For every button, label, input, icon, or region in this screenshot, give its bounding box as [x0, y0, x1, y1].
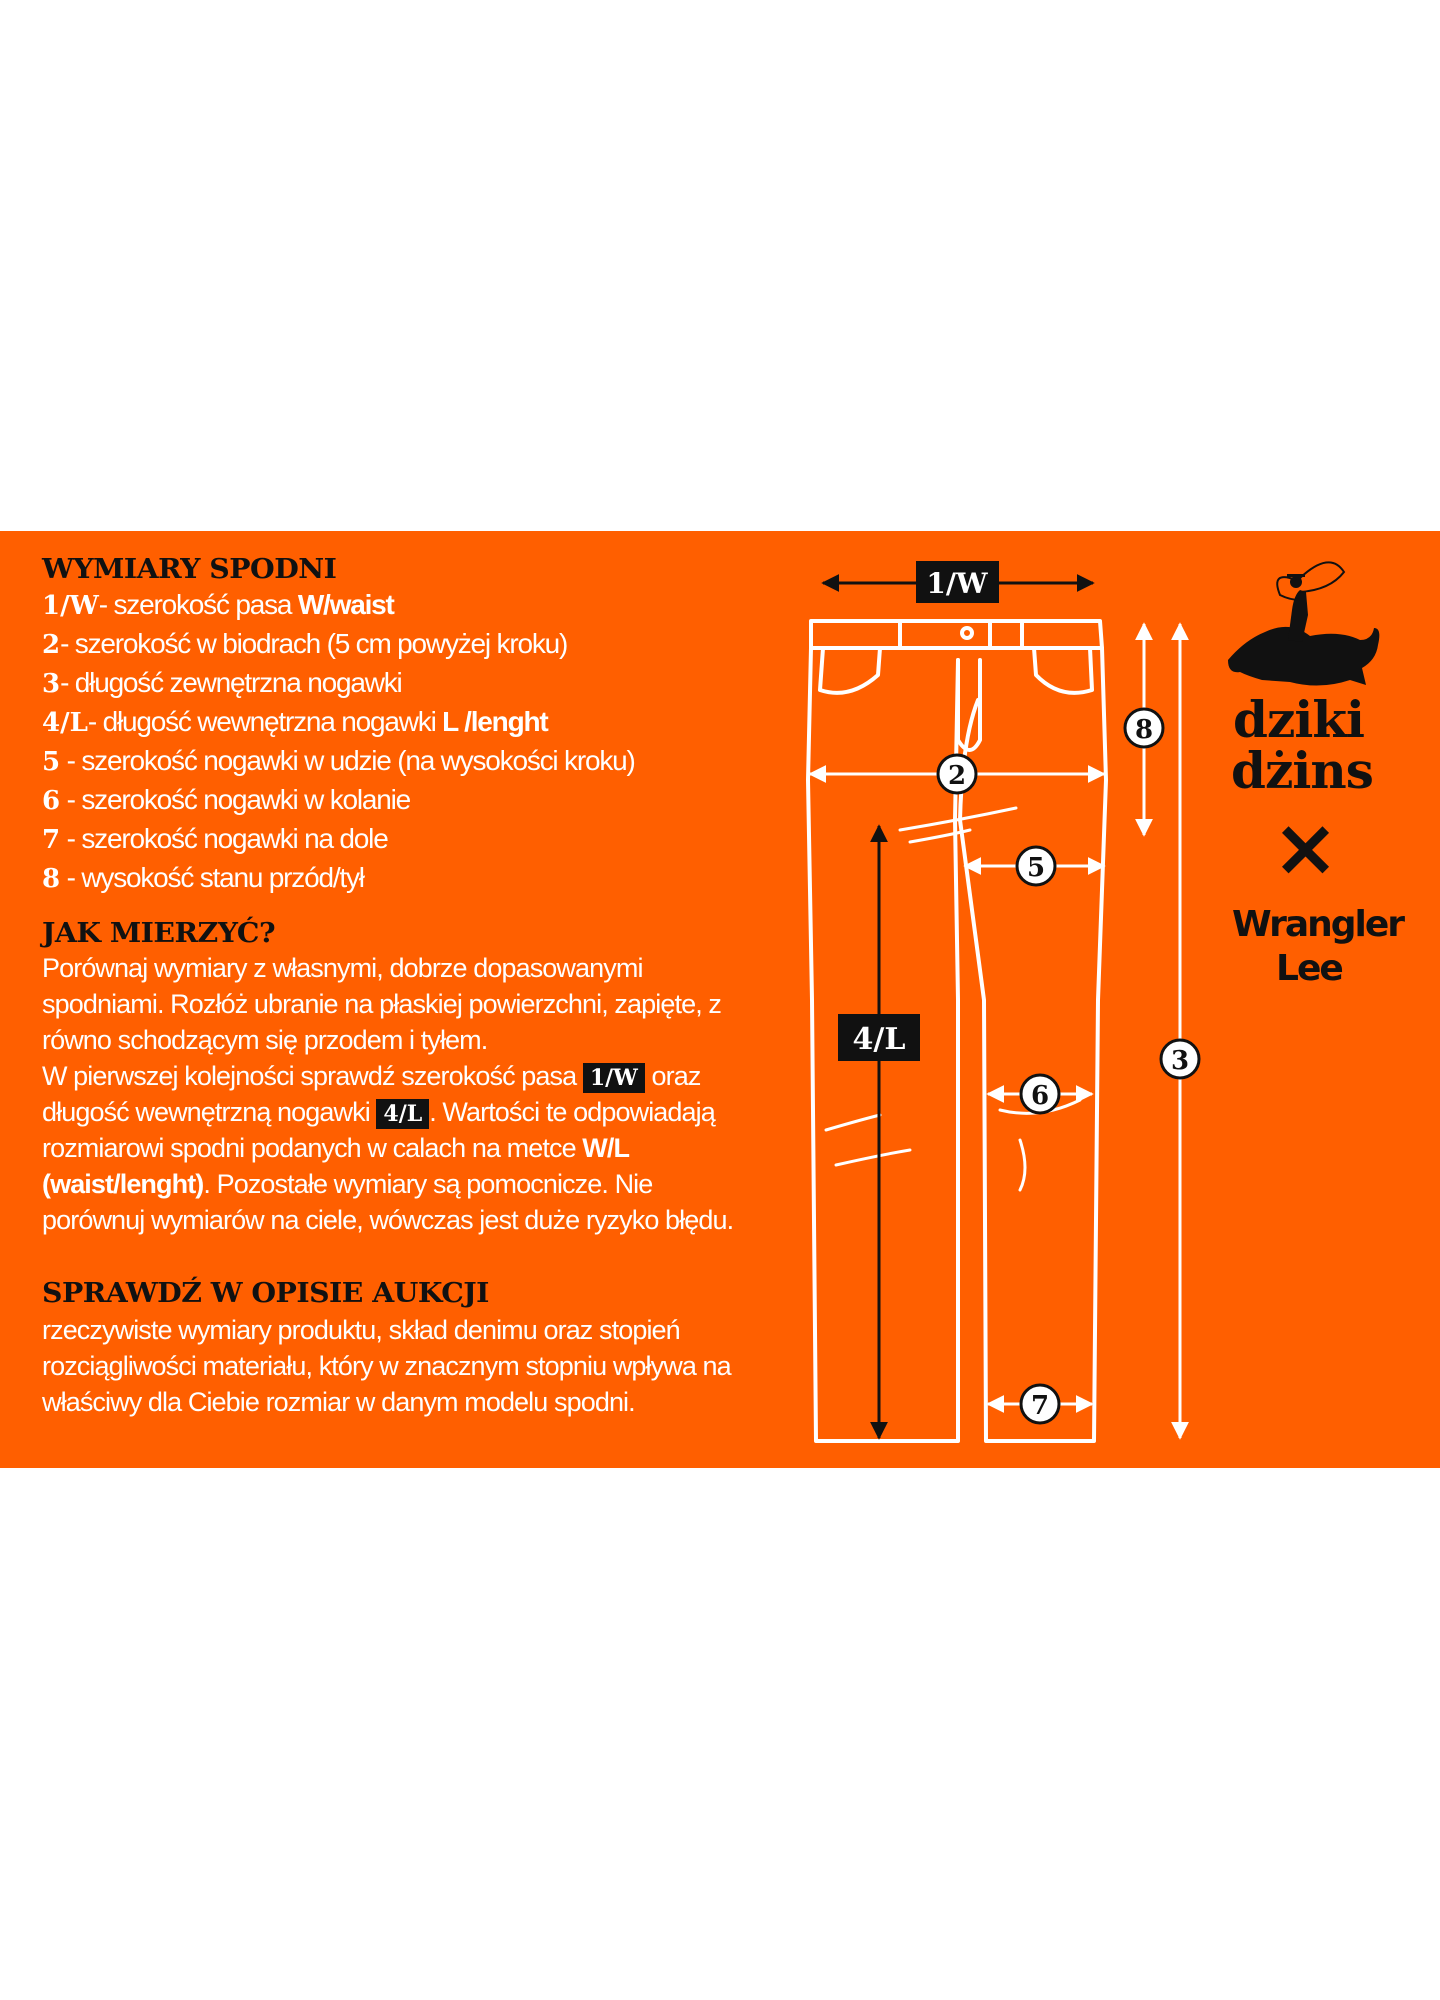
text-fragment: długość wewnętrzną nogawki — [42, 1097, 377, 1127]
waist-label: 1/W — [926, 567, 988, 600]
item-text: - szerokość nogawki na dole — [60, 823, 389, 854]
marker-7-circle — [1019, 1383, 1061, 1425]
marker-6: 6 — [1031, 1081, 1049, 1111]
marker-2-circle — [936, 753, 978, 795]
item-number: 3 — [42, 669, 61, 699]
item-text: - szerokość nogawki w kolanie — [60, 784, 412, 815]
item-number: 1/W — [42, 591, 99, 621]
list-item: 8 - wysokość stanu przód/tył — [42, 859, 635, 898]
collab-cross-icon: × — [1272, 801, 1340, 894]
item-text: - długość wewnętrzna nogawki — [87, 706, 443, 737]
item-number: 7 — [42, 825, 61, 855]
marker-5: 5 — [1027, 853, 1045, 883]
text-fragment: oraz — [644, 1061, 701, 1091]
list-item: 1/W- szerokość pasa W/waist — [42, 586, 635, 625]
text-bold: W/L — [582, 1133, 630, 1163]
text-line: spodniami. Rozłóż ubranie na płaskiej po… — [42, 989, 722, 1019]
how-to-measure-heading: JAK MIERZYĆ? — [42, 918, 276, 949]
item-text: - szerokość pasa — [98, 589, 298, 620]
text-line: równo schodzącym się przodem i tyłem. — [42, 1025, 488, 1055]
marker-8-circle — [1123, 707, 1165, 749]
text-line: (waist/lenght). Pozostałe wymiary są pom… — [42, 1166, 733, 1202]
lee-logo: Lee — [1276, 948, 1344, 989]
item-text: - szerokość w biodrach (5 cm powyżej kro… — [60, 628, 568, 659]
brand-logo-line1: dziki — [1233, 690, 1365, 749]
waist-label-box — [916, 561, 999, 603]
measurements-heading: WYMIARY SPODNI — [42, 554, 337, 585]
brand-logo-line2: dżins — [1231, 741, 1374, 800]
item-bold: L /lenght — [442, 706, 549, 737]
text-line: W pierwszej kolejności sprawdź szerokość… — [42, 1058, 733, 1094]
list-item: 2- szerokość w biodrach (5 cm powyżej kr… — [42, 625, 635, 664]
text-line: długość wewnętrzną nogawki 4/L. Wartości… — [42, 1094, 733, 1130]
text-fragment: . Wartości te odpowiadają — [429, 1097, 716, 1127]
text-fragment: rozmiarowi spodni podanych w calach na m… — [42, 1133, 583, 1163]
item-text: - szerokość nogawki w udzie (na wysokośc… — [60, 745, 636, 776]
text-line: rozciągliwości materiału, który w znaczn… — [42, 1351, 732, 1381]
list-item: 6 - szerokość nogawki w kolanie — [42, 781, 635, 820]
text-bold: (waist/lenght) — [42, 1169, 204, 1199]
item-number: 5 — [42, 747, 61, 777]
marker-3-circle — [1159, 1038, 1201, 1080]
marker-2: 2 — [948, 761, 966, 791]
wrangler-logo: Wrangler — [1232, 904, 1405, 945]
text-line: właściwy dla Ciebie rozmiar w danym mode… — [42, 1387, 636, 1417]
list-item: 4/L- długość wewnętrzna nogawki L /lengh… — [42, 703, 635, 742]
text-line: porównuj wymiarów na ciele, wówczas jest… — [42, 1205, 734, 1235]
check-auction-text: rzeczywiste wymiary produktu, skład deni… — [42, 1312, 732, 1420]
list-item: 5 - szerokość nogawki w udzie (na wysoko… — [42, 742, 636, 781]
text-line: Porównaj wymiary z własnymi, dobrze dopa… — [42, 953, 643, 983]
item-number: 6 — [42, 786, 61, 816]
marker-8: 8 — [1135, 715, 1153, 745]
text-fragment: . Pozostałe wymiary są pomocnicze. Nie — [203, 1169, 653, 1199]
item-text: - wysokość stanu przód/tył — [60, 862, 365, 893]
pants-outline — [806, 619, 1108, 1443]
marker-3: 3 — [1171, 1046, 1189, 1076]
size-guide-banner — [0, 531, 1440, 1468]
measurements-list: 1/W- szerokość pasa W/waist 2- szerokość… — [42, 586, 636, 898]
length-label-box — [838, 1014, 920, 1061]
item-number: 8 — [42, 864, 61, 894]
item-number: 4/L — [42, 708, 88, 738]
text-line: rozmiarowi spodni podanych w calach na m… — [42, 1130, 733, 1166]
check-auction-heading: SPRAWDŹ W OPISIE AUKCJI — [42, 1278, 489, 1309]
item-number: 2 — [42, 630, 61, 660]
text-fragment: W pierwszej kolejności sprawdź szerokość… — [42, 1061, 583, 1091]
list-item: 7 - szerokość nogawki na dole — [42, 820, 635, 859]
text-line: rzeczywiste wymiary produktu, skład deni… — [42, 1315, 681, 1345]
waist-tag: 1/W — [582, 1063, 645, 1093]
item-text: - długość zewnętrzna nogawki — [60, 667, 403, 698]
item-bold: W/waist — [297, 589, 395, 620]
marker-7: 7 — [1031, 1391, 1049, 1421]
length-tag: 4/L — [376, 1099, 430, 1129]
list-item: 3- długość zewnętrzna nogawki — [42, 664, 635, 703]
marker-6-circle — [1019, 1073, 1061, 1115]
length-label: 4/L — [853, 1022, 906, 1057]
boar-rider-logo-icon — [1228, 561, 1380, 686]
how-to-measure-text: Porównaj wymiary z własnymi, dobrze dopa… — [42, 950, 734, 1238]
marker-5-circle — [1015, 845, 1057, 887]
